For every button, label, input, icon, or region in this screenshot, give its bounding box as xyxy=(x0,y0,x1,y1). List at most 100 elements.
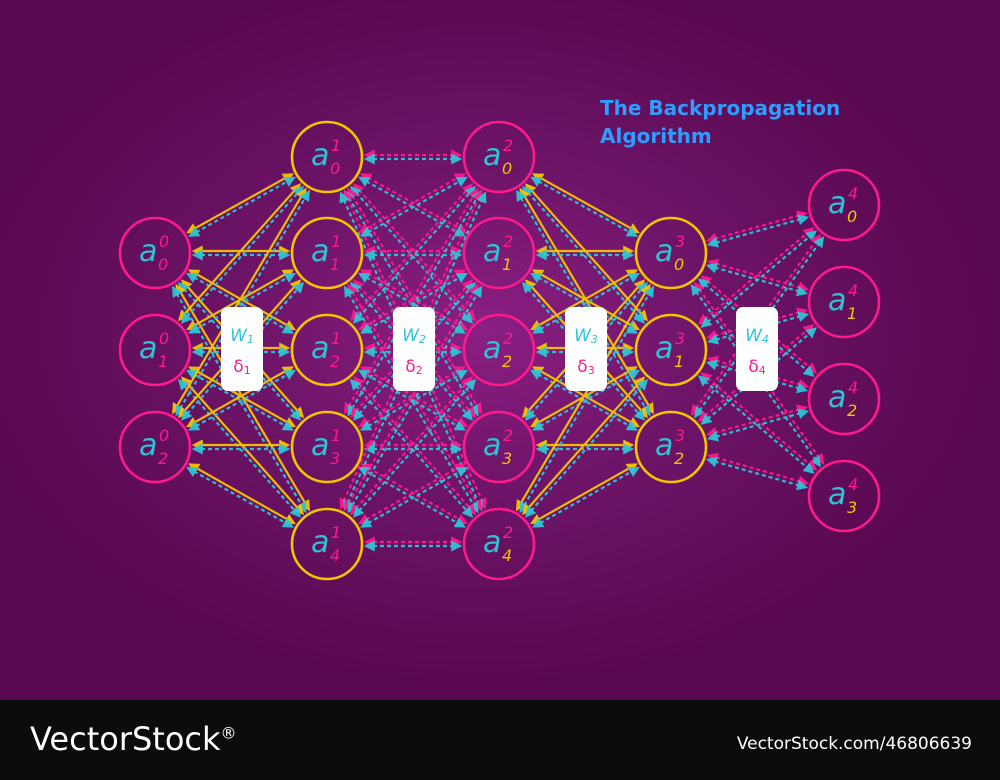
connection-arrow-l2-n0-to-l3-n0-0 xyxy=(532,173,640,234)
brand-logo: VectorStock® xyxy=(30,720,237,758)
neuron-subscript: 0 xyxy=(330,159,340,178)
neuron-letter: a xyxy=(139,331,157,366)
title-line-2: Algorithm xyxy=(600,124,712,148)
neuron-superscript: 2 xyxy=(503,426,513,445)
neuron-letter: a xyxy=(311,234,329,269)
neuron-superscript: 0 xyxy=(159,426,169,445)
neuron-ring xyxy=(634,313,708,387)
neuron-ring xyxy=(462,313,536,387)
connection-arrow-l2-n0-to-l3-n0-1 xyxy=(530,176,638,237)
connection-arrow-l1-n4-to-l2-n3-1 xyxy=(360,466,468,528)
connection-arrow-l3-n0-to-l4-n0-0 xyxy=(705,210,809,244)
neuron-subscript: 3 xyxy=(502,449,512,468)
neuron-letter: a xyxy=(483,331,501,366)
diagram-title: The Backpropagation Algorithm xyxy=(600,94,900,150)
footer-bar: VectorStock® VectorStock.com/46806639 xyxy=(0,700,1000,780)
neuron-superscript: 0 xyxy=(159,329,169,348)
connection-arrow-l0-n2-to-l1-n4-1 xyxy=(186,466,294,528)
neuron-subscript: 1 xyxy=(330,255,340,274)
connection-arrow-l0-n2-to-l1-n2-1 xyxy=(188,369,296,431)
neuron-ring xyxy=(118,216,192,290)
neuron-superscript: 0 xyxy=(159,232,169,251)
neuron-subscript: 0 xyxy=(674,255,684,274)
neuron-superscript: 4 xyxy=(848,281,858,300)
neuron-ring xyxy=(462,216,536,290)
neuron-ring xyxy=(807,362,881,436)
neuron-letter: a xyxy=(139,428,157,463)
connection-arrow-l1-n1-to-l2-n0-1 xyxy=(360,176,468,237)
neuron-letter: a xyxy=(311,331,329,366)
neuron-letter: a xyxy=(311,525,329,560)
image-id-text: VectorStock.com/46806639 xyxy=(736,734,972,754)
neuron-letter: a xyxy=(483,525,501,560)
neuron-superscript: 1 xyxy=(331,136,341,155)
neuron-ring xyxy=(118,410,192,484)
neuron-letter: a xyxy=(828,380,846,415)
connection-arrows xyxy=(171,149,825,552)
neuron-superscript: 2 xyxy=(503,523,513,542)
connection-arrow-l3-n2-to-l4-n2-0 xyxy=(705,404,809,438)
neuron-ring xyxy=(290,313,364,387)
neuron-superscript: 2 xyxy=(503,232,513,251)
neuron-superscript: 1 xyxy=(331,523,341,542)
neuron-ring xyxy=(634,410,708,484)
connection-arrow-l3-n2-to-l4-n3-1 xyxy=(705,456,809,491)
neuron-subscript: 4 xyxy=(330,546,340,565)
neuron-ring xyxy=(462,507,536,581)
neuron-superscript: 4 xyxy=(848,378,858,397)
neuron-letter: a xyxy=(139,234,157,269)
neuron-ring xyxy=(807,265,881,339)
neuron-subscript: 2 xyxy=(330,352,340,371)
neuron-superscript: 1 xyxy=(331,426,341,445)
neuron-ring xyxy=(807,459,881,533)
weight-box-bg xyxy=(221,307,263,391)
neuron-letter: a xyxy=(655,331,673,366)
neuron-superscript: 1 xyxy=(331,232,341,251)
neuron-ring xyxy=(462,410,536,484)
neuron-subscript: 2 xyxy=(847,401,857,420)
neuron-subscript: 0 xyxy=(847,207,857,226)
connection-arrow-l0-n0-to-l1-n0-0 xyxy=(186,173,294,234)
neuron-subscript: 2 xyxy=(674,449,684,468)
neuron-superscript: 1 xyxy=(331,329,341,348)
neuron-letter: a xyxy=(828,283,846,318)
neuron-subscript: 1 xyxy=(502,255,512,274)
neuron-subscript: 3 xyxy=(330,449,340,468)
neuron-ring xyxy=(290,410,364,484)
neuron-letter: a xyxy=(483,234,501,269)
neuron-letter: a xyxy=(828,186,846,221)
neuron-ring xyxy=(634,216,708,290)
neuron-subscript: 0 xyxy=(158,255,168,274)
neuron-ring xyxy=(807,168,881,242)
neuron-subscript: 1 xyxy=(847,304,857,323)
neuron-superscript: 3 xyxy=(675,426,685,445)
weight-box-bg xyxy=(565,307,607,391)
neuron-ring xyxy=(118,313,192,387)
connection-arrow-l1-n0-to-l2-n1-0 xyxy=(360,173,468,234)
neuron-subscript: 0 xyxy=(502,159,512,178)
neuron-ring xyxy=(290,507,364,581)
connection-arrow-l3-n2-to-l4-n2-1 xyxy=(706,408,810,442)
neuron-letter: a xyxy=(311,428,329,463)
